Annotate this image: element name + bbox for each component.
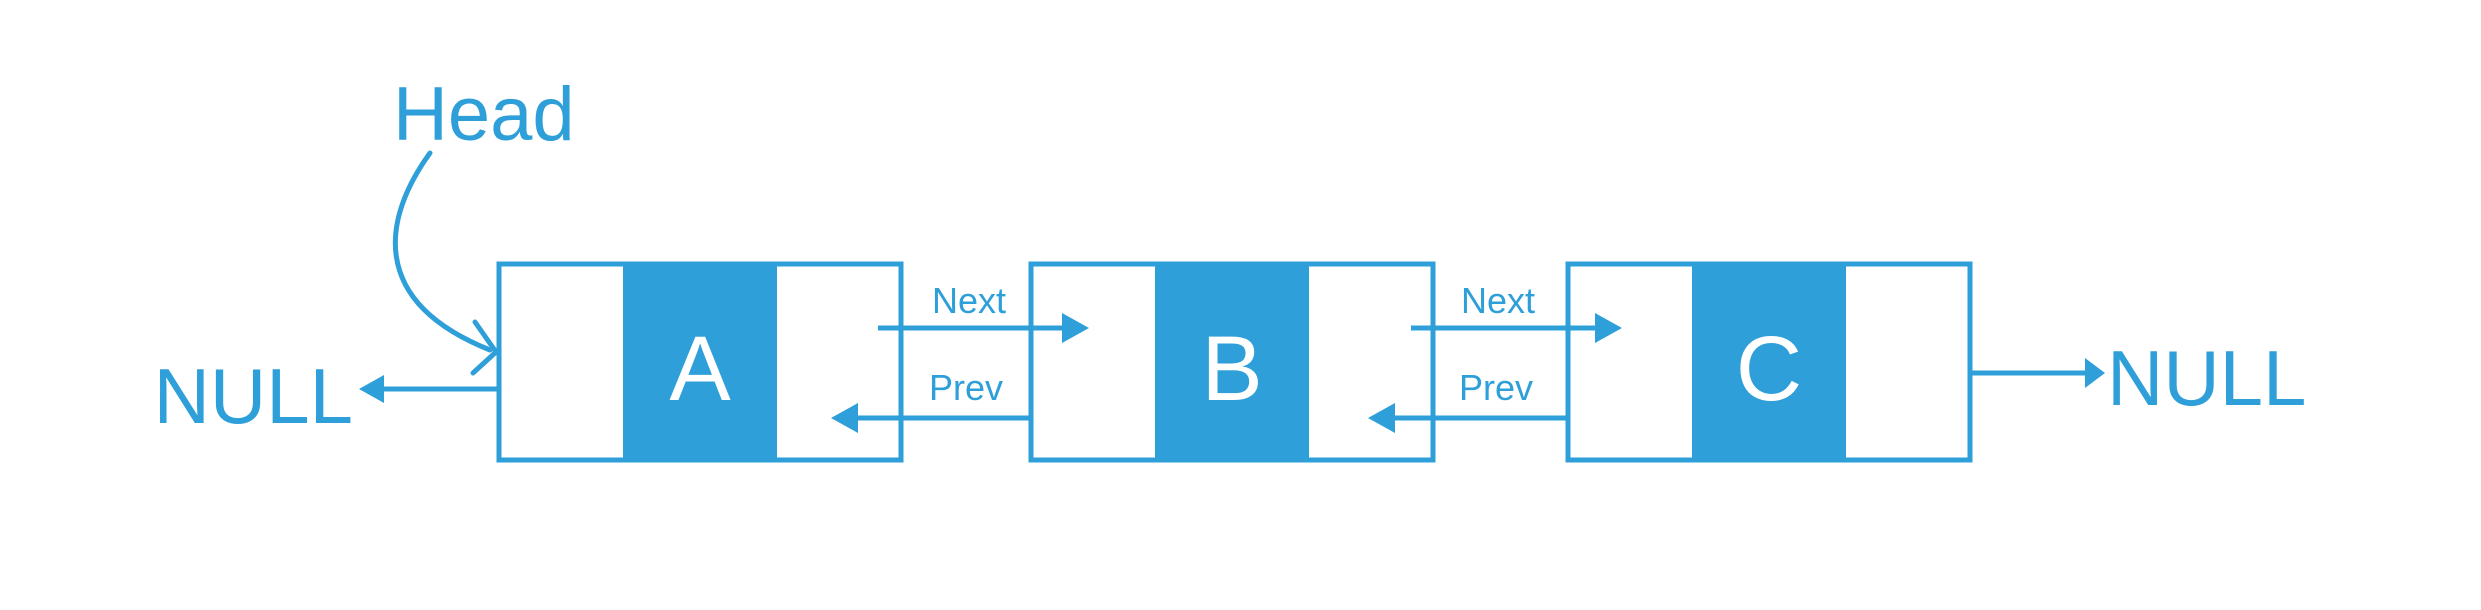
node-b-label: B — [1201, 318, 1262, 420]
next-arrowhead-b-c-icon — [1595, 313, 1622, 343]
node-a-data-cell — [623, 264, 777, 460]
link-b-c: Next Prev — [1368, 280, 1622, 433]
next-arrowhead-a-b-icon — [1062, 313, 1089, 343]
node-c: C — [1565, 261, 1973, 463]
link-a-b: Next Prev — [831, 280, 1089, 433]
head-label: Head — [393, 72, 575, 157]
next-null-arrowhead-icon — [2085, 358, 2105, 388]
node-a: A — [496, 261, 904, 463]
node-c-data-cell — [1692, 264, 1846, 460]
next-label-b-c: Next — [1461, 280, 1535, 321]
node-b: B — [1028, 261, 1436, 463]
head-pointer: Head — [392, 72, 575, 376]
prev-arrowhead-c-b-icon — [1368, 403, 1395, 433]
prev-label-c-b: Prev — [1459, 367, 1533, 408]
null-left-label: NULL — [154, 352, 353, 440]
head-arrowhead-icon — [470, 319, 499, 376]
next-label-a-b: Next — [932, 280, 1006, 321]
null-left-terminator: NULL — [154, 352, 499, 440]
prev-label-b-a: Prev — [929, 367, 1003, 408]
head-arrow-curve — [392, 150, 493, 353]
prev-arrowhead-b-a-icon — [831, 403, 858, 433]
node-a-label: A — [669, 318, 731, 420]
null-right-label: NULL — [2107, 334, 2306, 422]
node-c-label: C — [1736, 318, 1802, 420]
node-b-data-cell — [1155, 264, 1309, 460]
prev-null-arrowhead-icon — [359, 375, 384, 403]
null-right-terminator: NULL — [1970, 334, 2306, 422]
